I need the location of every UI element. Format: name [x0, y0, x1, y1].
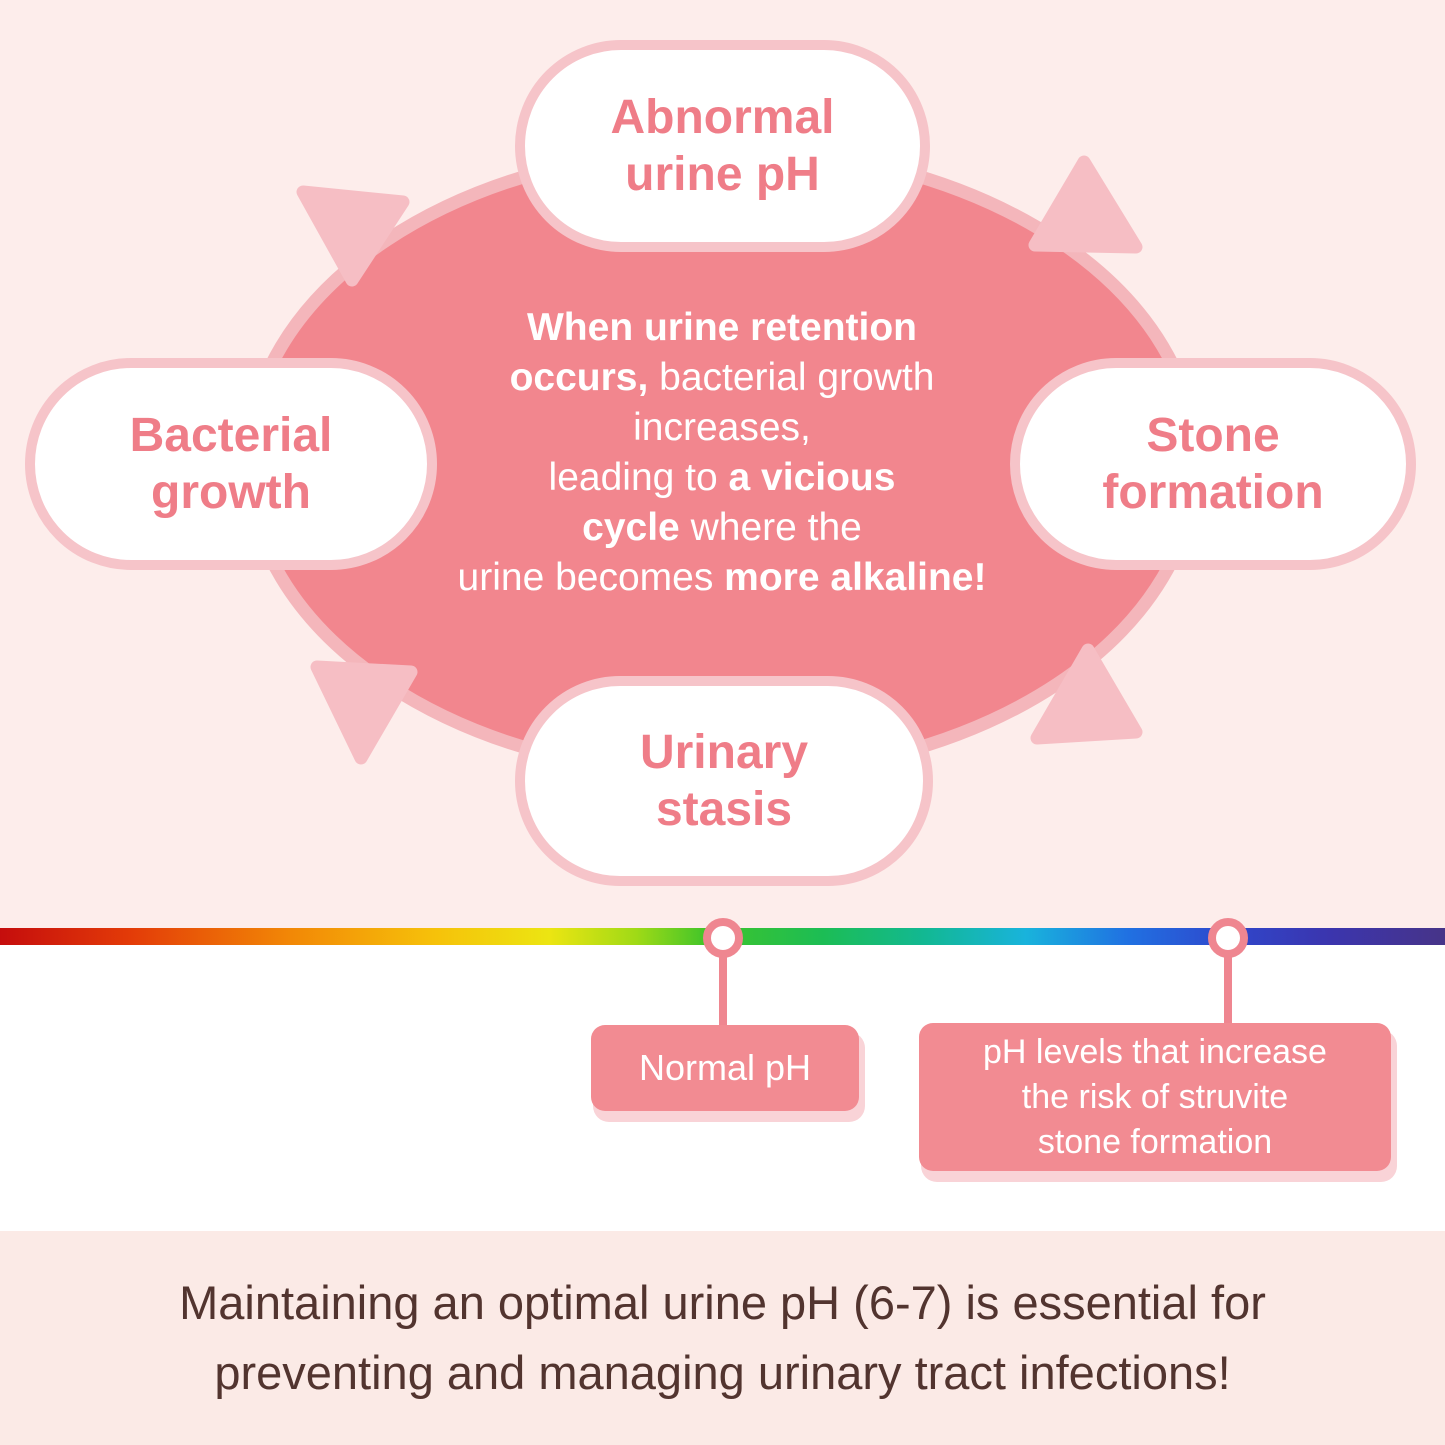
cycle-arrow-bottom-right-icon: [1030, 643, 1143, 745]
ph-marker-normal-circle-icon: [702, 918, 743, 958]
ph-marker-struvite-stem: [1224, 938, 1233, 1030]
cycle-arrow-bottom-left-icon: [310, 660, 418, 765]
label-box-normal-ph: Normal pH: [591, 1025, 859, 1111]
cycle-arrow-top-right-icon: [1028, 155, 1143, 254]
ph-marker-normal-stem: [718, 938, 727, 1030]
footer-section: Maintaining an optimal urine pH (6-7) is…: [0, 1231, 1445, 1445]
ph-marker-struvite-circle-icon: [1208, 918, 1249, 958]
label-box-normal-ph-text: Normal pH: [638, 1047, 812, 1088]
cycle-arrow-top-left-icon: [296, 185, 410, 287]
footer-message: Maintaining an optimal urine pH (6-7) is…: [179, 1276, 1266, 1399]
